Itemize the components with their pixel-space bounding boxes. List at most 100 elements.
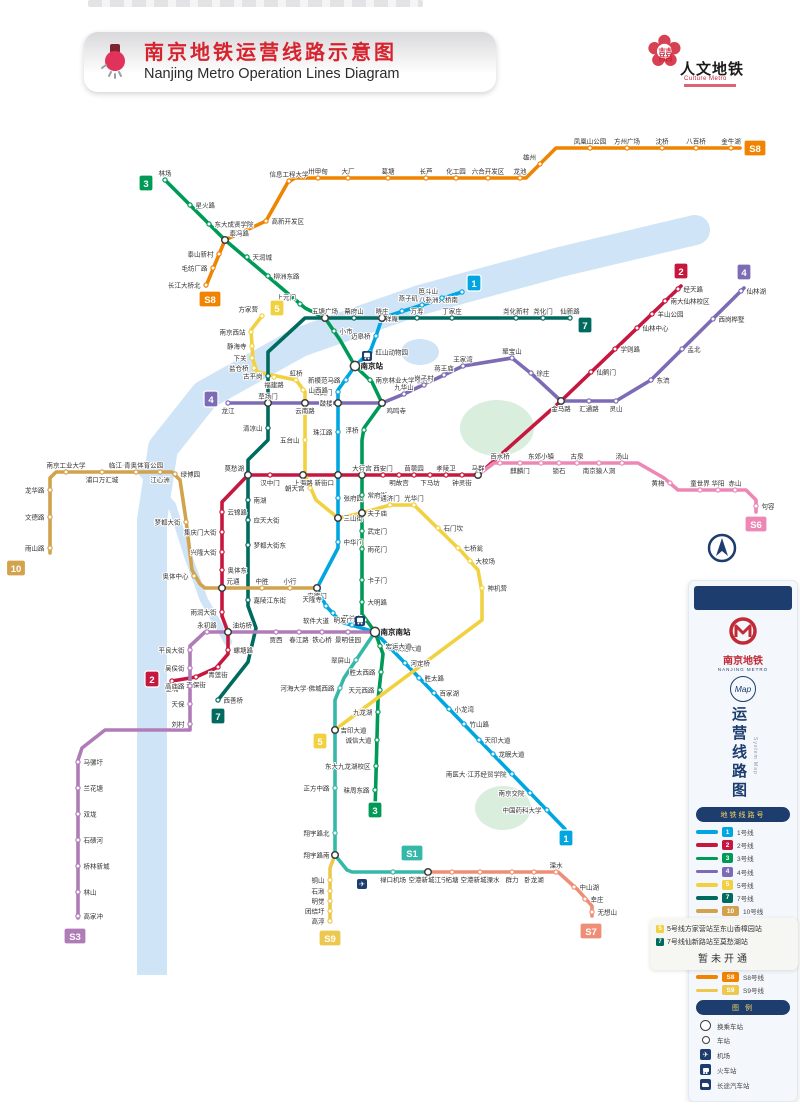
station-dot [715,487,721,493]
station-dot [63,469,69,475]
station-dot [271,374,277,380]
station-label: 静海寺 [227,342,247,351]
station-label: 尧化门 [533,307,553,316]
park-area [475,786,531,830]
line-badge-7 [577,316,593,334]
line-number-chip: S9 [722,985,739,996]
station-dot [245,517,251,523]
station-label: 鱼嘴 [166,684,180,693]
station-label: 云锦路 [228,508,248,517]
legend-symbol-row: 换乘车站 [700,1020,786,1032]
station-label: 南京交院 [499,789,526,798]
station-dot [377,398,387,408]
station-dot [361,427,367,433]
station-label: 青莲街 [208,670,228,679]
station-label: 西安门 [373,464,393,473]
station-dot [385,175,391,181]
station-dot [648,377,654,383]
station-label: 浮桥 [346,426,360,435]
line-badge-label: 1 [471,279,477,290]
line-badge-S9 [318,929,342,947]
map-stamp: Map [730,676,756,702]
station-label: 龙江 [222,406,236,415]
legend-line-label: 3号线 [737,856,754,864]
station-label: 螺塘路 [234,646,254,655]
station-label: 凤凰山公园 [574,137,607,146]
station-label: 古平岗 [243,372,263,381]
station-label: 武定门 [368,527,388,536]
station-label: 江心洲 [150,476,170,484]
station-label: 胜太西路 [350,668,377,677]
station-dot [307,485,313,491]
line-number-chip: 3 [722,853,733,864]
station-label: 麒麟门 [510,466,530,475]
legend-symbol-row: ✈机场 [700,1049,786,1061]
station-dot [679,346,685,352]
station-label: 八卦洲大桥南 [419,295,459,304]
station-label: 孟北 [688,345,702,354]
station-label: 石湫 [312,887,326,896]
station-dot [187,721,193,727]
station-label: 秣周东路 [344,786,371,795]
legend-line-label: 2号线 [737,843,754,851]
metro-line-5 [249,314,484,732]
station-label: 高家冲 [84,912,104,921]
station-label: 东大成贤学院 [215,220,255,229]
station-label: 高新开发区 [272,217,305,226]
station-label: 油坊桥 [233,621,253,630]
cropped-top-text [88,0,423,7]
station-label: 徐庄 [537,369,551,378]
station-label: 苜蓿园 [404,464,424,473]
station-dot [273,629,279,635]
station-label: 羊山公园 [658,310,684,319]
station-label: 王家湾 [453,355,473,364]
station-label: 鼓楼 [320,399,334,408]
station-label: 南医大·江苏经贸学院 [446,770,507,779]
station-dot [732,487,738,493]
plum-blossom-icon: ✿ [646,27,683,76]
station-dot [327,918,333,924]
header-banner: 南京地铁运营线路示意图 Nanjing Metro Operation Line… [84,32,496,92]
station-label: 尧化新村 [503,307,530,316]
station-label: 明觉 [312,897,326,906]
station-label: 仙林湖 [747,287,767,296]
station-label: 西岗桦墅 [719,315,746,324]
station-label: 卅甲甸 [308,167,328,176]
station-dot [349,622,355,628]
station-dot [223,627,233,637]
station-dot [217,583,227,593]
station-dot [220,235,230,245]
station-dot [710,316,716,322]
station-dot [477,869,483,875]
station-label: 吴侯街 [165,664,185,673]
station-label: 童世界 [690,479,710,488]
station-dot [517,175,523,181]
page-subtitle: Nanjing Metro Operation Lines Diagram [144,66,400,82]
station-label: 燕子矶 [399,294,419,303]
station-dot [47,487,53,493]
station-label: 大校场 [476,557,496,566]
station-dot [286,178,292,184]
station-label: 梦都大街东 [254,541,287,550]
station-label: 空港新城溧水 [461,875,501,884]
station-dot [219,567,225,573]
station-dot [399,308,405,314]
station-dot [634,325,640,331]
station-dot [75,837,81,843]
station-dot [401,391,407,397]
station-dot [567,315,573,321]
river [136,466,232,646]
station-dot [203,282,209,288]
station-dot [319,629,325,635]
station-label: 华阳 [712,479,725,488]
line-color-sample [696,896,718,900]
station-label: 迈皋桥 [351,332,371,341]
station-dot [359,599,365,605]
station-dot [421,382,427,388]
brand-bar [684,84,736,87]
station-label: 仙鹤门 [597,368,617,377]
station-label: 天隆寺 [303,595,323,604]
